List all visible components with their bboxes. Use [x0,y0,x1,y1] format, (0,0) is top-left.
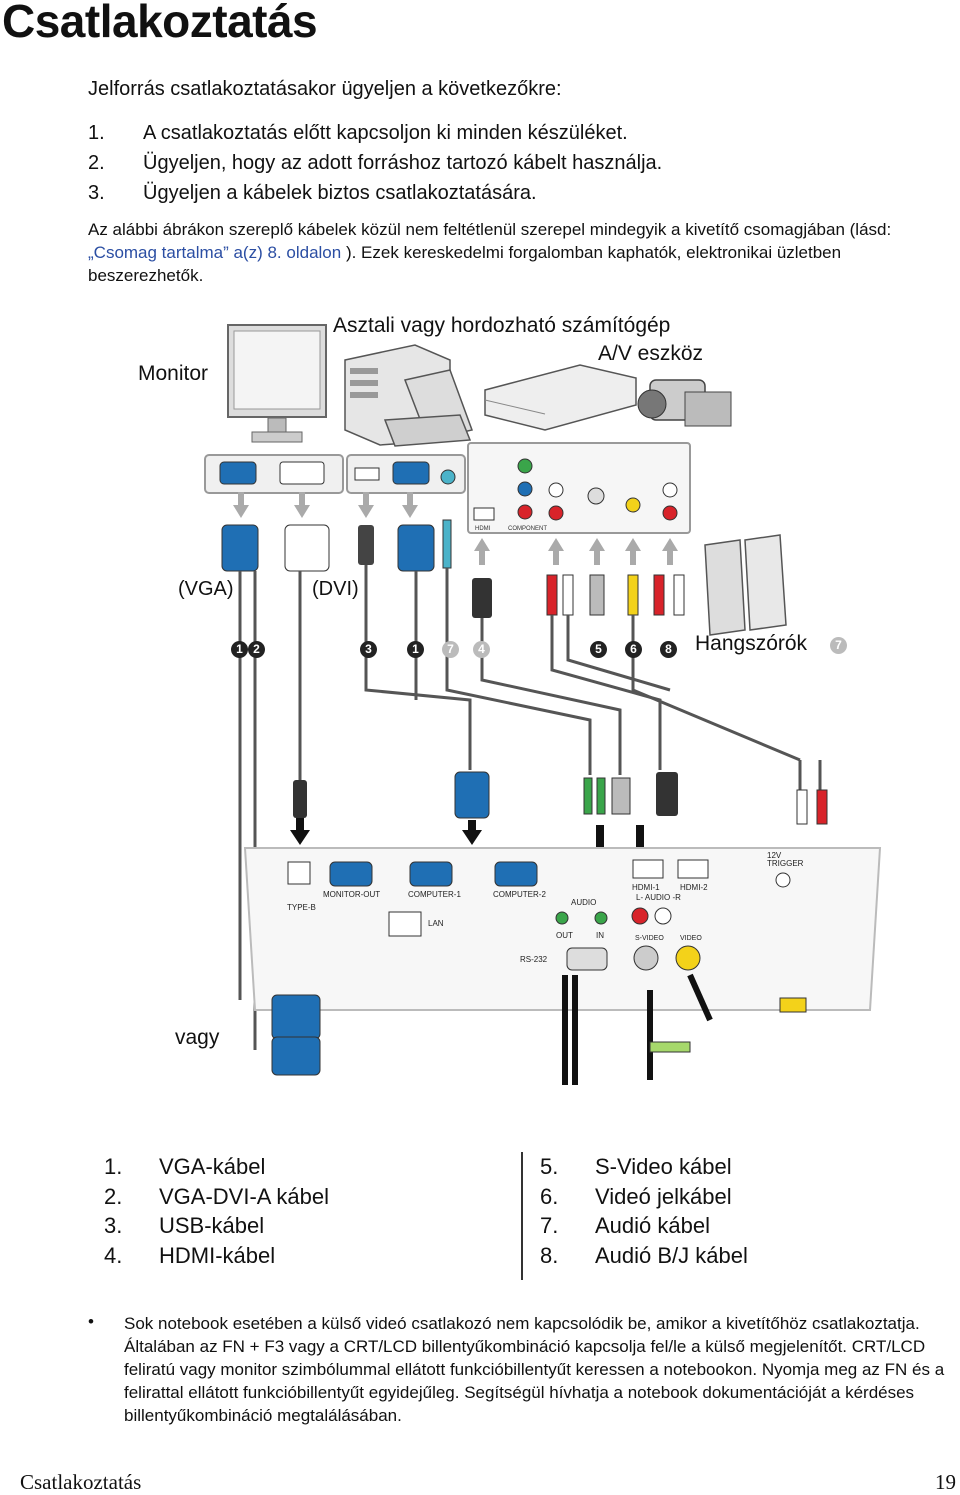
svg-text:HDMI-1: HDMI-1 [632,883,660,892]
cable-number-badge: 8 [660,641,677,658]
list-item: 5.S-Video kábel [540,1154,732,1179]
camcorder-icon [637,379,732,427]
cable-legend-right: 5.S-Video kábel 6.Videó jelkábel 7.Audió… [540,1152,748,1270]
svg-text:TRIGGER: TRIGGER [767,859,804,868]
source-port-panel-av: HDMI COMPONENT [467,442,691,534]
av-label: A/V eszköz [598,342,704,365]
svg-text:LAN: LAN [428,919,444,928]
list-item: 4.HDMI-kábel [104,1242,276,1268]
cable-number-badge: 2 [248,641,265,658]
speakers-icon [704,534,787,636]
svg-text:TYPE-B: TYPE-B [287,903,316,912]
cable-number-badge: 1 [231,641,248,658]
steps-list: 1.A csatlakoztatás előtt kapcsoljon ki m… [88,118,662,208]
svg-text:RS-232: RS-232 [520,955,548,964]
list-item: 2.VGA-DVI-A kábel [104,1183,329,1209]
cable-number-badge: 7 [830,637,847,654]
cable-number-badge: 5 [590,641,607,658]
page-number: 19 [935,1470,956,1494]
svg-text:HDMI: HDMI [475,526,491,532]
source-port-panel-pc [204,454,466,494]
intro-text: Jelforrás csatlakoztatásakor ügyeljen a … [88,78,562,100]
projector-port-panel: TYPE-B MONITOR-OUT COMPUTER-1 COMPUTER-2… [243,847,882,1011]
pc-label: Asztali vagy hordozható számítógép [333,314,671,337]
svg-text:S-VIDEO: S-VIDEO [635,935,664,942]
cable-legend-left: 1.VGA-kábel 2.VGA-DVI-A kábel 3.USB-kábe… [104,1152,329,1270]
list-item: 3.USB-kábel [104,1213,265,1238]
svg-text:L- AUDIO -R: L- AUDIO -R [636,893,681,902]
list-item: 7.Audió kábel [540,1213,710,1238]
svg-text:AUDIO: AUDIO [571,898,596,907]
list-item: 1.A csatlakoztatás előtt kapcsoljon ki m… [88,122,628,144]
cable-number-badge: 7 [442,641,459,658]
cable-number-badge: 6 [625,641,642,658]
svg-text:HDMI-2: HDMI-2 [680,883,708,892]
footer-section: Csatlakoztatás [20,1470,142,1494]
notebook-note: Sok notebook esetében a külső videó csat… [124,1314,945,1425]
cable-number-badge: 1 [407,641,424,658]
cable-number-badge: 4 [473,641,490,658]
list-item: 6.Videó jelkábel [540,1183,732,1209]
monitor-label: Monitor [138,362,209,385]
svg-text:COMPUTER-1: COMPUTER-1 [408,890,461,899]
dvd-player-icon [484,364,637,431]
page-title: Csatlakoztatás [2,0,318,47]
package-contents-link[interactable]: „Csomag tartalma” a(z) 8. oldalon [88,243,342,262]
list-item: 3.Ügyeljen a kábelek biztos csatlakoztat… [88,182,537,204]
svg-text:MONITOR-OUT: MONITOR-OUT [323,890,380,899]
svg-text:VIDEO: VIDEO [680,935,702,942]
svg-text:IN: IN [596,931,604,940]
svg-text:COMPONENT: COMPONENT [508,526,547,532]
list-item: 1.VGA-kábel [104,1154,266,1179]
laptop-icon [383,369,473,447]
list-item: 2.Ügyeljen, hogy az adott forráshoz tart… [88,152,663,174]
source-arrows [233,492,678,565]
or-label: vagy [175,1026,220,1049]
dvi-label: (DVI) [312,578,359,600]
speakers-label: Hangszórók [695,632,808,655]
list-item: 8.Audió B/J kábel [540,1242,748,1268]
svg-text:OUT: OUT [556,931,573,940]
cable-note-paragraph: Az alábbi ábrákon szereplő kábelek közül… [88,220,892,285]
svg-text:COMPUTER-2: COMPUTER-2 [493,890,546,899]
cable-number-badge: 3 [360,641,377,658]
vga-label: (VGA) [178,578,234,600]
monitor-icon [227,324,327,443]
legend-divider [521,1152,523,1280]
svg-text:12V: 12V [767,851,782,860]
note-bullet: • [88,1312,94,1331]
